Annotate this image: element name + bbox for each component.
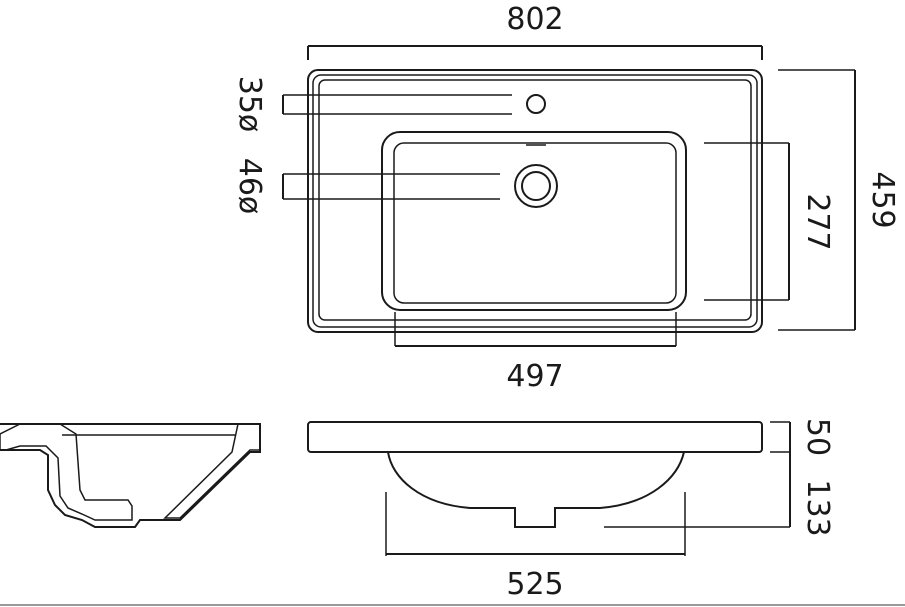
- bowl-width-dimension: 497: [394, 312, 677, 394]
- waste-hole-label: 46ø: [232, 158, 267, 215]
- basin-outline: [307, 69, 763, 333]
- overall-width-label: 802: [506, 2, 563, 37]
- rim-height-label: 50: [800, 418, 835, 456]
- bowl-height-label: 133: [800, 479, 835, 536]
- plan-view: 802 35ø: [232, 2, 900, 394]
- overall-depth-dimension: 459: [778, 69, 900, 331]
- tap-hole-label: 35ø: [232, 76, 267, 133]
- height-dimensions: 50 133: [604, 418, 835, 537]
- bowl-outline: [381, 131, 687, 311]
- front-elevation: 50 133 525: [307, 418, 835, 602]
- tap-hole-dimension: 35ø: [232, 76, 512, 133]
- overall-width-dimension: 802: [307, 2, 763, 60]
- underside-width-dimension: 525: [385, 492, 686, 602]
- waste-hole-dimension: 46ø: [232, 158, 500, 215]
- underside-width-label: 525: [506, 567, 563, 602]
- waste-outlet-icon: [514, 144, 558, 208]
- section-view: [0, 423, 261, 528]
- tap-hole-icon: [526, 94, 546, 114]
- bowl-depth-label: 277: [800, 193, 835, 250]
- overall-depth-label: 459: [865, 171, 900, 228]
- bowl-depth-dimension: 277: [704, 142, 835, 301]
- bowl-width-label: 497: [506, 359, 563, 394]
